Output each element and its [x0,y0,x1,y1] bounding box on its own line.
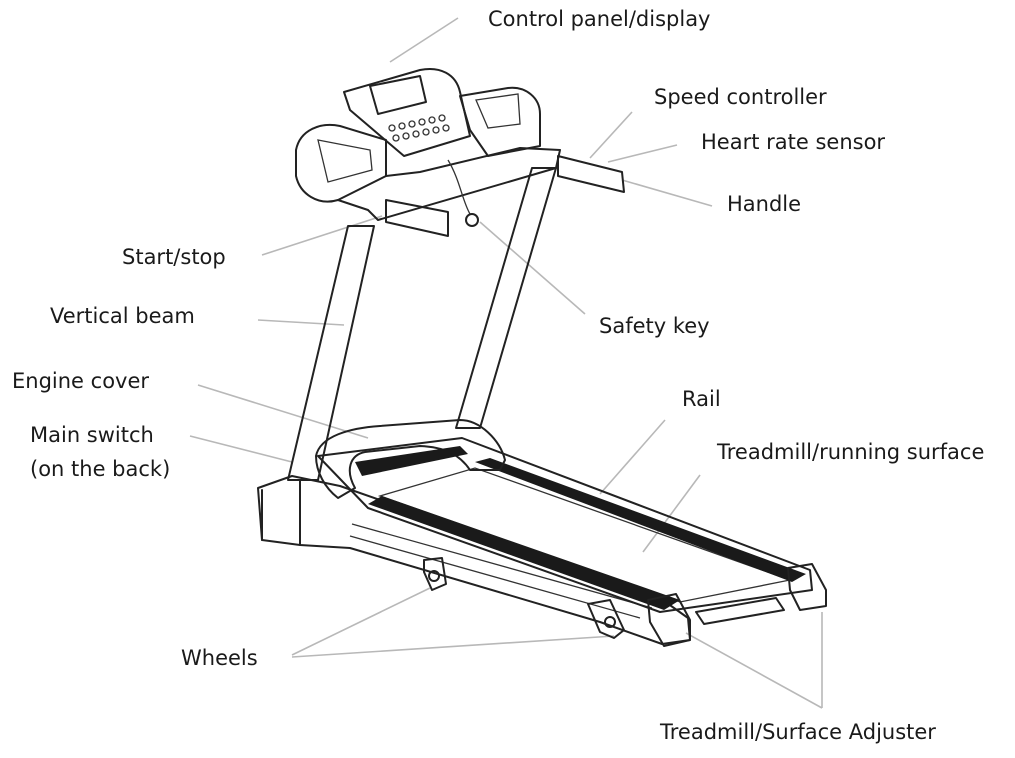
front-step-plate [695,597,785,625]
engine-cover-shape [315,419,506,499]
leader-handle [621,179,713,207]
leader-rail [599,419,666,495]
console-arm-left-tray [317,139,373,183]
label-vertical-beam: Vertical beam [50,304,195,328]
label-safety-key: Safety key [599,314,710,338]
label-surface-adjuster: Treadmill/Surface Adjuster [660,720,936,744]
leader-wheels-right [291,635,615,658]
wheel-left-hub [428,570,440,582]
display-screen [369,75,427,115]
leader-control-panel [389,17,459,63]
wheel-left [423,557,447,591]
leader-main-switch [189,435,293,463]
safety-key-cord [447,159,471,215]
left-side-frame [257,475,691,645]
right-rail-strip [475,458,806,582]
label-handle: Handle [727,192,802,216]
front-right-endcap [787,563,827,611]
front-left-endcap [647,593,691,647]
label-control-panel: Control panel/display [488,7,711,31]
keypad [388,114,450,142]
console-arm-right-tray [475,93,521,129]
leader-vertical-beam [257,319,345,326]
treadmill-drawing [257,68,827,647]
rear-foot [261,479,301,546]
label-start-stop: Start/stop [122,245,226,269]
label-main-switch-note: (on the back) [30,457,171,481]
handle-left [385,199,449,237]
label-speed-controller: Speed controller [654,85,827,109]
label-engine-cover: Engine cover [12,369,150,393]
label-wheels: Wheels [181,646,258,670]
label-heart-rate-sensor: Heart rate sensor [701,130,886,154]
console-arm-left [295,124,387,203]
leader-lines [189,17,823,709]
safety-key-clip [465,213,479,227]
leader-start-stop [261,215,383,256]
leader-speed-controller [589,111,633,159]
wheel-right-hub [604,616,616,628]
label-rail: Rail [682,387,721,411]
label-running-surface: Treadmill/running surface [717,440,985,464]
leader-adjuster-left [685,632,823,709]
label-main-switch: Main switch [30,423,154,447]
deck-outline [317,437,813,613]
vertical-beam-right [455,167,557,429]
leader-safety-key [479,221,586,315]
leader-wheels-left [291,587,431,656]
console-arm-right [459,86,541,157]
leader-engine-cover [197,384,369,439]
vertical-beam-left [287,225,375,481]
engine-cover-stripe [355,446,468,476]
leader-heart-rate-sensor [607,144,678,163]
console-body [343,68,471,157]
wheel-right [587,599,625,639]
handle-right [557,155,625,193]
left-rail-strip [368,496,680,610]
leader-running-surface [642,474,701,553]
